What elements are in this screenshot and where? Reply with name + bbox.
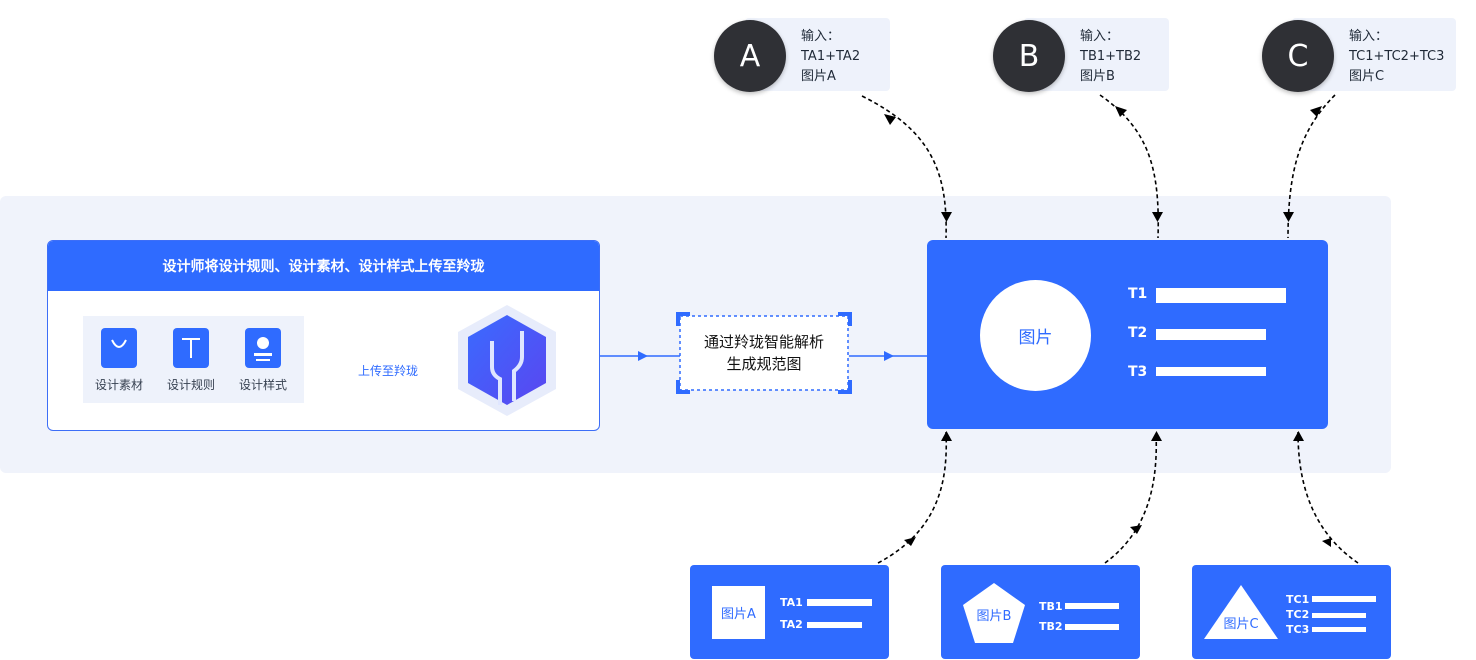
text-t-icon <box>173 328 209 368</box>
result-c-t2-label: TC2 <box>1286 608 1310 621</box>
input-b-badge: B <box>993 20 1065 92</box>
input-c-text: 输入： TC1+TC2+TC3 图片C <box>1349 27 1444 87</box>
input-label: 输入： <box>1349 29 1389 44</box>
linglong-logo-icon <box>458 305 556 416</box>
output-t2-label: T2 <box>1128 325 1148 341</box>
flow-arrow-2 <box>884 351 894 361</box>
result-card-b: 图片B TB1 TB2 <box>941 565 1140 659</box>
connector-c-top <box>1287 94 1336 239</box>
asset-label: 设计样式 <box>238 378 287 392</box>
result-c-image: 图片C <box>1223 617 1259 632</box>
shopping-bag-icon <box>101 328 137 368</box>
result-b-t2-label: TB2 <box>1039 620 1063 633</box>
connector-c-bottom <box>1297 431 1359 564</box>
input-c-badge: C <box>1262 20 1334 92</box>
result-b-image: 图片B <box>976 609 1012 624</box>
result-c-t2-bar <box>1312 613 1366 618</box>
parse-line-2: 生成规范图 <box>726 355 802 373</box>
input-text: TB1+TB2 <box>1080 49 1142 64</box>
asset-styles[interactable]: 设计样式 <box>230 328 296 393</box>
connector-a-bottom <box>877 431 948 564</box>
result-a-image: 图片A <box>712 586 765 639</box>
asset-group: 设计素材 设计规则 设计样式 <box>83 316 304 403</box>
triangle-shape <box>1204 585 1278 639</box>
input-label: 输入： <box>801 29 841 44</box>
asset-materials[interactable]: 设计素材 <box>86 328 152 393</box>
input-image: 图片B <box>1080 69 1115 84</box>
input-label: 输入： <box>1080 29 1120 44</box>
input-a-text: 输入： TA1+TA2 图片A <box>801 27 860 87</box>
output-t3-label: T3 <box>1128 364 1148 380</box>
output-t2-bar <box>1156 329 1266 340</box>
pentagon-shape <box>963 583 1025 643</box>
asset-label: 设计素材 <box>94 378 143 392</box>
result-card-c: 图片C TC1 TC2 TC3 <box>1192 565 1391 659</box>
result-c-t3-label: TC3 <box>1286 623 1310 636</box>
upload-panel-title: 设计师将设计规则、设计素材、设计样式上传至羚珑 <box>48 241 599 291</box>
result-b-t2-bar <box>1065 624 1119 630</box>
result-a-t2-bar <box>807 622 862 628</box>
result-c-t3-bar <box>1312 627 1366 632</box>
result-c-t1-bar <box>1312 596 1376 602</box>
input-text: TC1+TC2+TC3 <box>1349 49 1445 64</box>
asset-label: 设计规则 <box>166 378 215 392</box>
result-a-t1-label: TA1 <box>780 596 803 609</box>
parse-frame <box>676 312 852 394</box>
parse-line-1: 通过羚珑智能解析 <box>703 333 824 351</box>
result-c-t1-label: TC1 <box>1286 593 1310 606</box>
output-t1-bar <box>1156 288 1286 303</box>
result-b-t1-label: TB1 <box>1039 600 1063 613</box>
connector-b-bottom <box>1104 431 1158 564</box>
style-card-icon <box>245 328 281 368</box>
result-b-t1-bar <box>1065 603 1119 609</box>
input-image: 图片C <box>1349 69 1385 84</box>
flow-arrow-1 <box>638 351 648 361</box>
connector-b-top <box>1099 94 1160 239</box>
input-a-badge: A <box>714 20 786 92</box>
asset-rules[interactable]: 设计规则 <box>158 328 224 393</box>
parse-box: 通过羚珑智能解析 生成规范图 <box>680 316 848 390</box>
output-image: 图片 <box>980 280 1091 391</box>
result-card-a: 图片A TA1 TA2 <box>690 565 889 659</box>
result-a-t1-bar <box>807 599 872 606</box>
upload-label: 上传至羚珑 <box>358 364 419 378</box>
output-t3-bar <box>1156 367 1266 376</box>
result-a-t2-label: TA2 <box>780 618 803 631</box>
input-image: 图片A <box>801 69 836 84</box>
output-t1-label: T1 <box>1128 286 1148 302</box>
output-card: 图片 T1 T2 T3 <box>927 240 1328 429</box>
connector-a-top <box>861 95 947 239</box>
input-text: TA1+TA2 <box>801 49 861 64</box>
upload-panel: 设计师将设计规则、设计素材、设计样式上传至羚珑 设计素材 设计规则 设计样式 上… <box>47 240 600 431</box>
input-b-text: 输入： TB1+TB2 图片B <box>1080 27 1141 87</box>
